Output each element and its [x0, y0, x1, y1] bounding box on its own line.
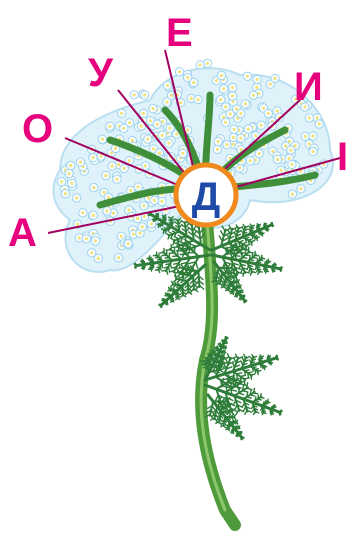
vowel-letter-o: О: [22, 107, 53, 151]
vowel-letter-u: У: [88, 51, 114, 95]
vowel-letter-y: И: [294, 65, 323, 109]
vowel-letter-e: Е: [166, 11, 193, 55]
vowel-letter-i: І: [337, 135, 348, 179]
center-letter: Д: [192, 175, 221, 219]
center-letter-badge: Д: [176, 165, 236, 225]
vowel-letter-a: А: [8, 211, 37, 255]
